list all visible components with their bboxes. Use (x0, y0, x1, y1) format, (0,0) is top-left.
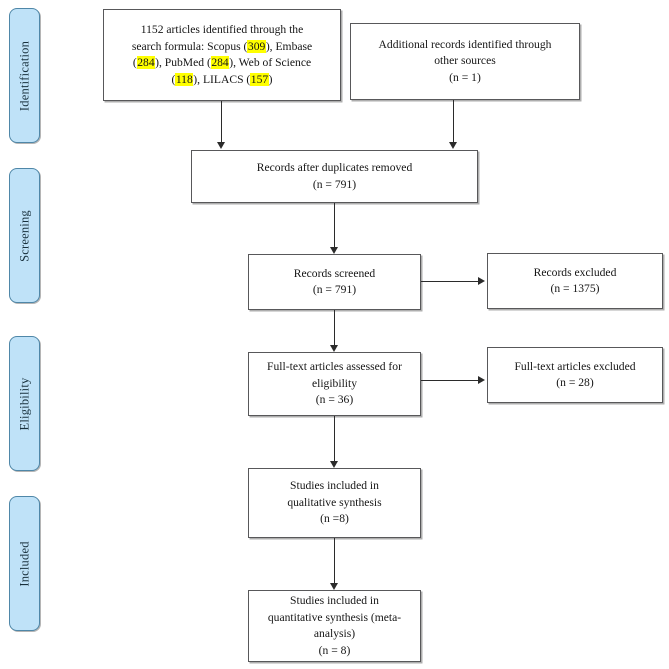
box-records-screened: Records screened (n = 791) (248, 254, 421, 310)
connector-fulltext-to-qualitative (334, 416, 335, 461)
connector-screened-to-fulltext (334, 310, 335, 345)
db-search-line3-mid: ), PubMed ( (155, 56, 211, 69)
stage-pill-identification: Identification (9, 8, 40, 143)
wos-count: 118 (175, 72, 194, 86)
box-duplicates-removed: Records after duplicates removed (n = 79… (191, 150, 478, 203)
lilacs-count: 157 (250, 72, 269, 86)
box-fulltext-assessed-text: Full-text articles assessed for eligibil… (267, 360, 402, 407)
connector-other-to-duplicates (453, 100, 454, 142)
box-qualitative-synthesis-text: Studies included in qualitative synthesi… (287, 479, 382, 526)
arrowhead-other-to-duplicates (448, 142, 457, 149)
box-database-search: 1152 articles identified through the sear… (103, 9, 341, 101)
stage-label-identification: Identification (17, 40, 31, 111)
arrowhead-duplicates-to-screened (329, 247, 338, 254)
box-quantitative-synthesis-text: Studies included in quantitative synthes… (267, 594, 402, 657)
stage-label-screening: Screening (17, 209, 31, 262)
box-records-screened-text: Records screened (n = 791) (293, 266, 376, 297)
connector-qualitative-to-quantitative (334, 538, 335, 583)
connector-search-to-duplicates (221, 101, 222, 142)
box-quantitative-synthesis: Studies included in quantitative synthes… (248, 590, 421, 662)
box-database-search-text: 1152 articles identified through the sear… (104, 22, 340, 88)
db-search-line4-pre: ( (171, 72, 176, 86)
db-search-line3-post: ), Web of Science (229, 56, 312, 69)
connector-duplicates-to-screened (334, 203, 335, 247)
box-fulltext-assessed: Full-text articles assessed for eligibil… (248, 352, 421, 416)
db-search-line2-pre: search formula: Scopus ( (131, 39, 248, 53)
box-other-sources-text: Additional records identified through ot… (378, 37, 552, 84)
stage-pill-screening: Screening (9, 168, 40, 303)
scopus-count: 309 (247, 39, 266, 53)
arrowhead-screened-to-fulltext (329, 345, 338, 352)
stage-pill-eligibility: Eligibility (9, 336, 40, 471)
box-qualitative-synthesis: Studies included in qualitative synthesi… (248, 468, 421, 538)
box-fulltext-excluded: Full-text articles excluded (n = 28) (487, 347, 663, 403)
box-records-excluded-text: Records excluded (n = 1375) (533, 265, 617, 296)
stage-label-eligibility: Eligibility (17, 377, 31, 430)
db-search-line4-post: ) (268, 72, 273, 86)
box-records-excluded: Records excluded (n = 1375) (487, 253, 663, 309)
stage-pill-included: Included (9, 496, 40, 631)
stage-label-included: Included (17, 540, 31, 587)
arrowhead-fulltext-to-excluded (478, 375, 485, 384)
box-other-sources: Additional records identified through ot… (350, 23, 580, 100)
db-search-line1: 1152 articles identified through the (140, 23, 304, 36)
db-search-line4-mid: ), LILACS ( (193, 72, 251, 86)
arrowhead-fulltext-to-qualitative (329, 461, 338, 468)
arrowhead-qualitative-to-quantitative (329, 583, 338, 590)
connector-screened-to-excluded (421, 281, 478, 282)
pubmed-count: 284 (210, 56, 230, 69)
box-duplicates-removed-text: Records after duplicates removed (n = 79… (256, 161, 413, 191)
box-fulltext-excluded-text: Full-text articles excluded (n = 28) (514, 359, 636, 390)
embase-count: 284 (136, 56, 156, 69)
arrowhead-search-to-duplicates (216, 142, 225, 149)
db-search-line3-pre: ( (132, 56, 137, 69)
arrowhead-screened-to-excluded (478, 276, 485, 285)
connector-fulltext-to-excluded (421, 380, 478, 381)
db-search-line2-post: ), Embase (265, 39, 313, 53)
